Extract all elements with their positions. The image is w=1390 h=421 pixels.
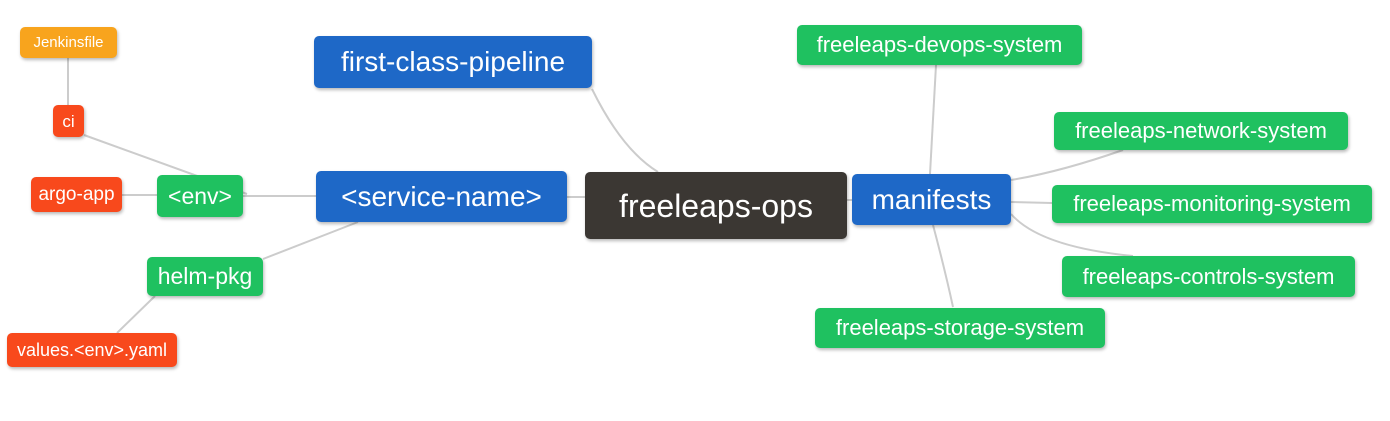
mindmap-node-manifests[interactable]: manifests <box>852 174 1011 225</box>
mindmap-node-values-env-yaml[interactable]: values.<env>.yaml <box>7 333 177 367</box>
edge-values-env-yaml-to-helm-pkg <box>116 295 156 334</box>
mindmap-node-helm-pkg[interactable]: helm-pkg <box>147 257 263 296</box>
mindmap-node-ci[interactable]: ci <box>53 105 84 137</box>
edge-manifests-to-network-system <box>1010 149 1124 181</box>
mindmap-node-monitoring-system[interactable]: freeleaps-monitoring-system <box>1052 185 1372 223</box>
mindmap-node-devops-system[interactable]: freeleaps-devops-system <box>797 25 1082 65</box>
edge-manifests-to-storage-system <box>932 224 954 308</box>
edge-manifests-to-monitoring-system <box>1010 201 1053 204</box>
mindmap-node-service-name[interactable]: <service-name> <box>316 171 567 222</box>
mindmap-node-jenkinsfile[interactable]: Jenkinsfile <box>20 27 117 58</box>
mindmap-node-controls-system[interactable]: freeleaps-controls-system <box>1062 256 1355 297</box>
mindmap-node-env[interactable]: <env> <box>157 175 243 217</box>
edge-first-class-pipeline-to-freeleaps-ops <box>591 88 659 173</box>
mindmap-node-first-class-pipeline[interactable]: first-class-pipeline <box>314 36 592 88</box>
mindmap-node-freeleaps-ops[interactable]: freeleaps-ops <box>585 172 847 239</box>
mindmap-node-network-system[interactable]: freeleaps-network-system <box>1054 112 1348 150</box>
mindmap-node-argo-app[interactable]: argo-app <box>31 177 122 212</box>
mindmap-node-storage-system[interactable]: freeleaps-storage-system <box>815 308 1105 348</box>
edge-manifests-to-devops-system <box>929 64 937 175</box>
edge-helm-pkg-to-service-name <box>262 221 359 260</box>
